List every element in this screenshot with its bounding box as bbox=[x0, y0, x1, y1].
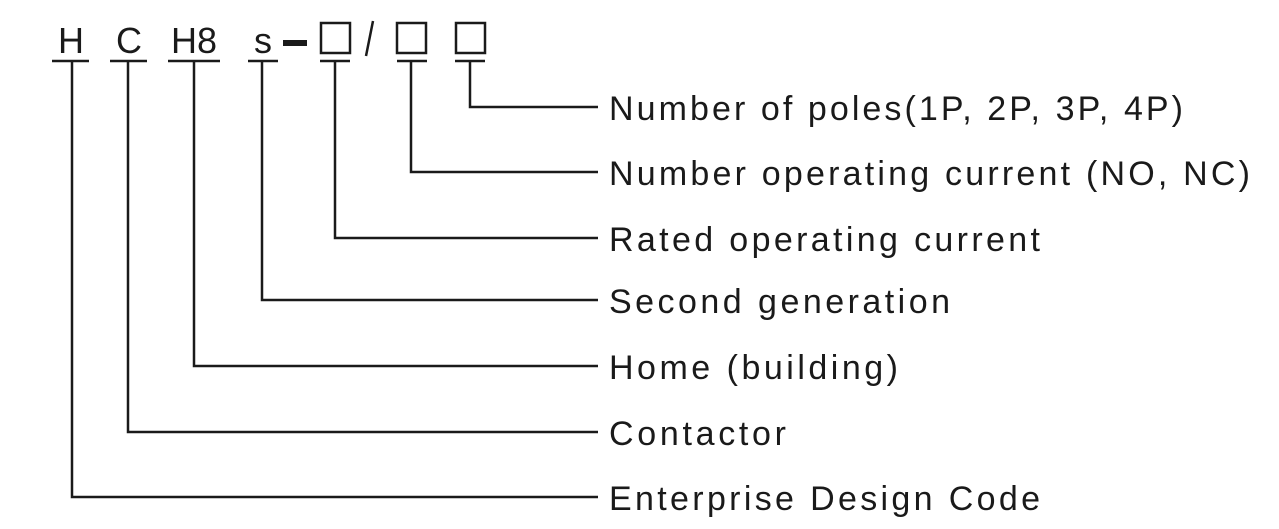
leader-contacts bbox=[409, 61, 598, 174]
label-home: Home (building) bbox=[609, 349, 898, 387]
label-generation: Second generation bbox=[609, 283, 950, 321]
leader-home bbox=[192, 61, 598, 368]
placeholder-box-poles bbox=[454, 21, 487, 55]
code-part-c: C bbox=[116, 20, 142, 61]
label-contactor: Contactor bbox=[609, 415, 786, 453]
label-enterprise: Enterprise Design Code bbox=[609, 480, 1040, 518]
code-part-h8: H8 bbox=[171, 20, 217, 61]
leader-contactor bbox=[126, 61, 598, 434]
leader-poles bbox=[468, 61, 598, 109]
leader-rated-current bbox=[333, 61, 598, 240]
leader-enterprise bbox=[70, 61, 598, 499]
label-poles: Number of poles(1P, 2P, 3P, 4P) bbox=[609, 90, 1183, 128]
placeholder-box-contacts bbox=[395, 21, 428, 55]
placeholder-box-current bbox=[319, 21, 352, 55]
code-part-s: s bbox=[254, 20, 272, 61]
label-contacts: Number operating current (NO, NC) bbox=[609, 155, 1250, 193]
dash-mark bbox=[283, 40, 307, 46]
label-rated-current: Rated operating current bbox=[609, 221, 1041, 259]
code-part-h: H bbox=[58, 20, 84, 61]
slash-mark bbox=[364, 20, 375, 57]
leader-generation bbox=[260, 61, 598, 302]
